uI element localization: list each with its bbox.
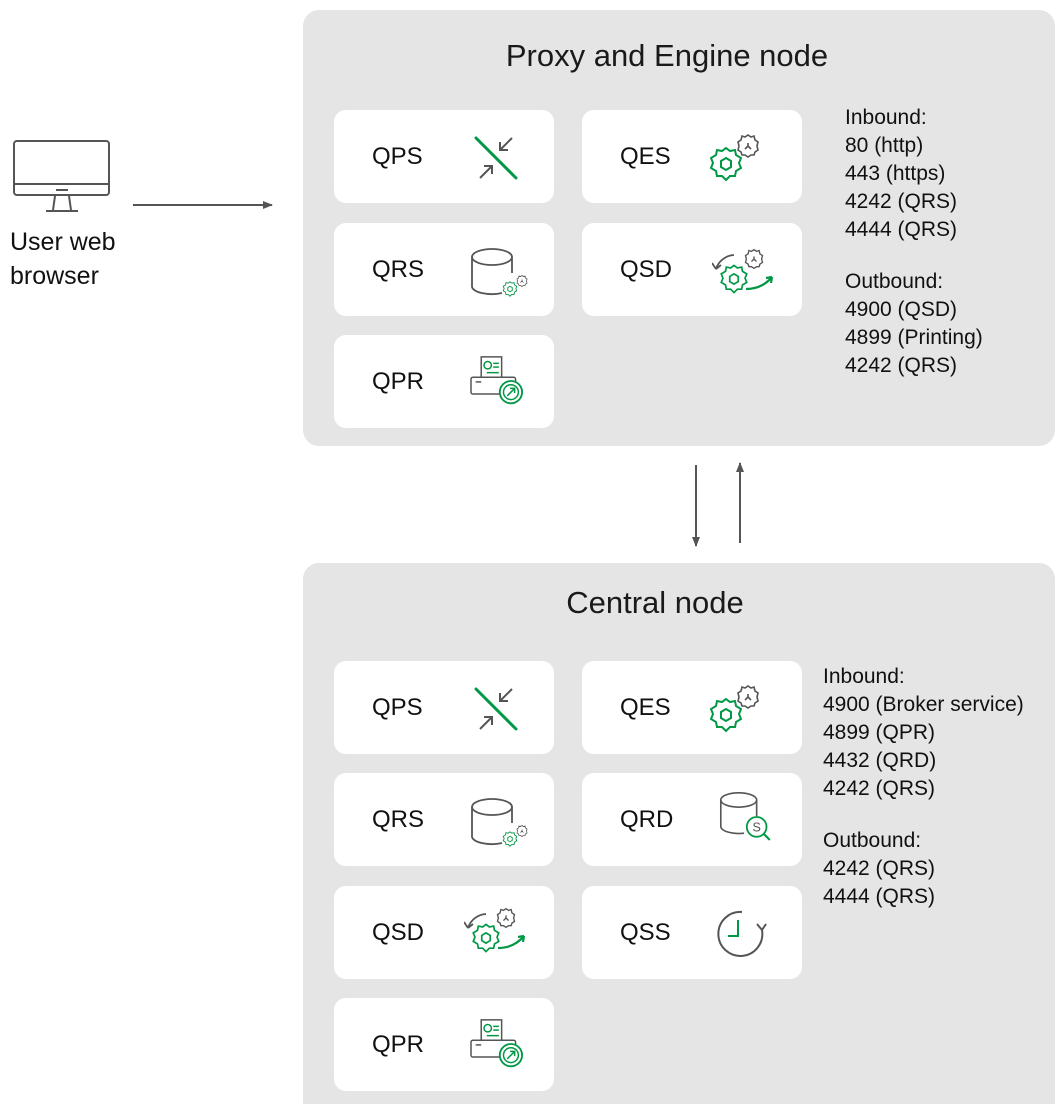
proxy-service-icon bbox=[474, 136, 518, 180]
proxy-engine-node: Proxy and Engine node QPS QES QRS QSD QP… bbox=[303, 10, 1055, 446]
inbound-port: 4899 (QPR) bbox=[823, 721, 936, 744]
browser-label-line1: User web bbox=[10, 228, 116, 256]
inbound-port: 4242 (QRS) bbox=[845, 190, 958, 213]
inbound-port: 4444 (QRS) bbox=[845, 218, 958, 241]
outbound-port: 4899 (Printing) bbox=[845, 326, 983, 349]
service-label: QSS bbox=[620, 918, 671, 946]
service-label: QES bbox=[620, 142, 671, 170]
outbound-port: 4900 (QSD) bbox=[845, 298, 958, 321]
inbound-port: 4900 (Broker service) bbox=[823, 693, 1024, 716]
node-title: Central node bbox=[566, 585, 744, 620]
inbound-title: Inbound: bbox=[845, 106, 927, 129]
service-qrs: QRS bbox=[334, 223, 554, 316]
inbound-port: 4242 (QRS) bbox=[823, 777, 936, 800]
repository-database-icon bbox=[468, 797, 530, 849]
service-label: QPR bbox=[372, 1030, 425, 1058]
clock-refresh-icon bbox=[717, 910, 767, 957]
printing-icon bbox=[470, 355, 523, 405]
service-qsd: QSD bbox=[582, 223, 802, 316]
node-title: Proxy and Engine node bbox=[505, 38, 829, 73]
service-label: QPS bbox=[372, 693, 423, 721]
service-qps: QPS bbox=[334, 661, 554, 754]
engine-gears-icon bbox=[704, 683, 766, 735]
service-label: QRS bbox=[372, 805, 425, 833]
scheduler-gears-icon bbox=[712, 247, 774, 299]
service-label: QPR bbox=[372, 367, 425, 395]
service-qes: QES bbox=[582, 110, 802, 203]
service-label: QRS bbox=[372, 255, 425, 283]
browser-label-line2: browser bbox=[10, 262, 99, 290]
outbound-port: 4444 (QRS) bbox=[823, 885, 936, 908]
service-qrs: QRS bbox=[334, 773, 554, 866]
service-qpr: QPR bbox=[334, 998, 554, 1091]
service-label: QPS bbox=[372, 142, 423, 170]
service-qsd: QSD bbox=[334, 886, 554, 979]
service-label: QES bbox=[620, 693, 671, 721]
service-label: QRD bbox=[620, 805, 674, 833]
printing-icon bbox=[470, 1018, 523, 1068]
service-qss: QSS bbox=[582, 886, 802, 979]
inbound-port: 4432 (QRD) bbox=[823, 749, 937, 772]
proxy-ports: Inbound: 80 (http) 443 (https) 4242 (QRS… bbox=[845, 104, 983, 380]
scheduler-gears-icon bbox=[464, 906, 526, 958]
outbound-port: 4242 (QRS) bbox=[845, 354, 958, 377]
central-node: Central node QPS QES QRS QRD QSD QSS QPR… bbox=[303, 563, 1055, 1104]
outbound-port: 4242 (QRS) bbox=[823, 857, 936, 880]
service-qpr: QPR bbox=[334, 335, 554, 428]
monitor-icon bbox=[13, 140, 110, 212]
inbound-port: 443 (https) bbox=[845, 162, 946, 185]
service-qps: QPS bbox=[334, 110, 554, 203]
distribution-database-icon bbox=[719, 791, 771, 841]
service-label: QSD bbox=[372, 918, 425, 946]
inbound-title: Inbound: bbox=[823, 665, 905, 688]
outbound-title: Outbound: bbox=[845, 270, 944, 293]
service-qrd: QRD bbox=[582, 773, 802, 866]
inbound-port: 80 (http) bbox=[845, 134, 924, 157]
outbound-title: Outbound: bbox=[823, 829, 922, 852]
proxy-service-icon bbox=[474, 687, 518, 731]
service-qes: QES bbox=[582, 661, 802, 754]
service-label: QSD bbox=[620, 255, 673, 283]
user-web-browser-label: User web browser bbox=[10, 225, 116, 293]
engine-gears-icon bbox=[704, 132, 766, 184]
repository-database-icon bbox=[468, 247, 530, 299]
central-ports: Inbound: 4900 (Broker service) 4899 (QPR… bbox=[823, 663, 1024, 911]
